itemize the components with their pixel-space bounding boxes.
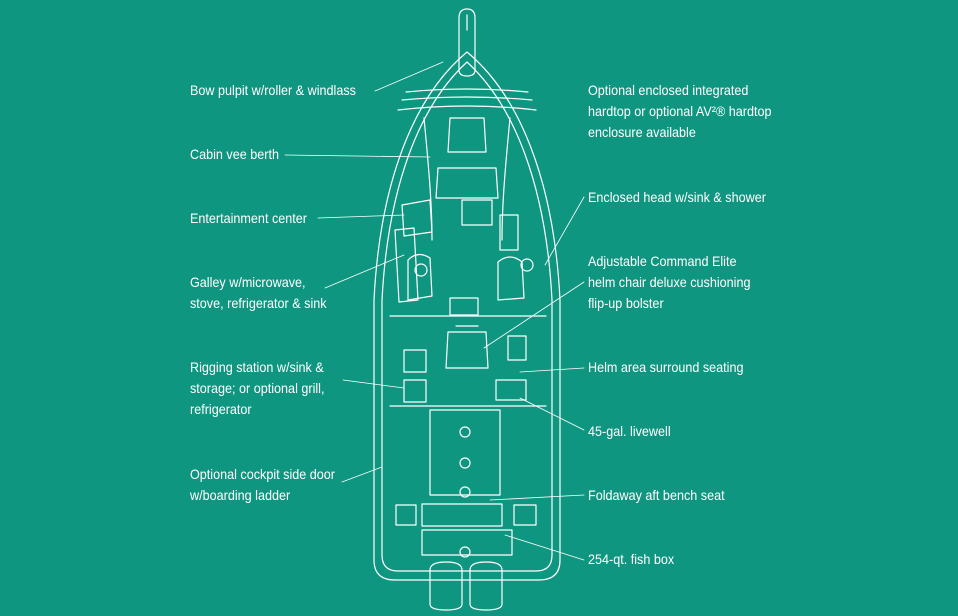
label-hardtop: Optional enclosed integrated hardtop or …: [588, 82, 772, 140]
outboard-engines: [429, 561, 503, 611]
label-helm-chair: Adjustable Command Elite helm chair delu…: [588, 253, 751, 311]
cockpit-shape: [395, 409, 537, 558]
hull-outline: [373, 51, 561, 581]
label-fish-box: 254-qt. fish box: [588, 551, 675, 567]
label-entertainment-center: Entertainment center: [190, 210, 307, 226]
bow-pulpit-shape: [458, 8, 476, 77]
label-bow-pulpit: Bow pulpit w/roller & windlass: [190, 82, 356, 98]
label-galley: Galley w/microwave, stove, refrigerator …: [190, 274, 327, 311]
label-rigging-station: Rigging station w/sink & storage; or opt…: [190, 359, 325, 417]
cabin-shape: [394, 117, 534, 316]
leader-lines: [284, 61, 585, 561]
label-enclosed-head: Enclosed head w/sink & shower: [588, 189, 766, 205]
label-aft-bench: Foldaway aft bench seat: [588, 487, 725, 503]
label-cabin-vee-berth: Cabin vee berth: [190, 146, 279, 162]
label-cockpit-side-door: Optional cockpit side door w/boarding la…: [190, 466, 335, 503]
helm-shape: [389, 315, 547, 407]
label-helm-seating: Helm area surround seating: [588, 359, 744, 375]
label-livewell: 45-gal. livewell: [588, 423, 671, 439]
